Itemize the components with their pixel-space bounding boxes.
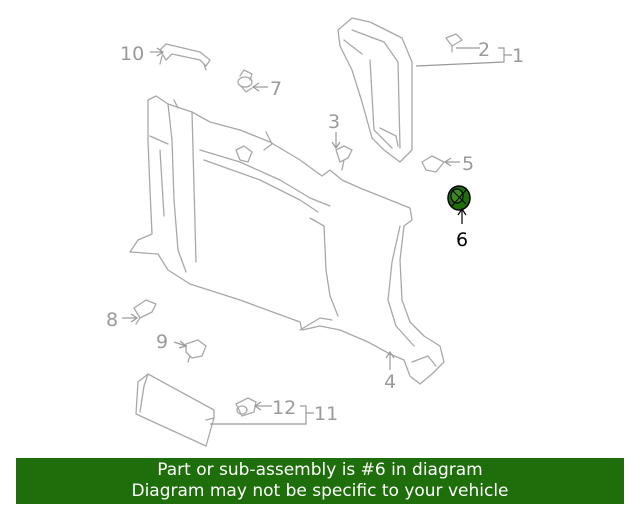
- callout-4: 4: [384, 371, 396, 393]
- callout-11: 11: [314, 403, 338, 425]
- part-2-clip: [445, 33, 463, 53]
- part-6-fastener: [447, 185, 471, 211]
- part-4-quarter-trim-panel: [129, 95, 445, 385]
- part-10-grab-handle: [159, 43, 211, 71]
- callout-9: 9: [156, 331, 168, 353]
- callout-7: 7: [270, 78, 282, 100]
- callout-8: 8: [106, 309, 118, 331]
- part-5-clip: [421, 155, 445, 173]
- callout-5: 5: [462, 153, 474, 175]
- info-banner: Part or sub-assembly is #6 in diagram Di…: [16, 458, 624, 504]
- part-9-hook: [185, 339, 207, 363]
- callout-3: 3: [328, 111, 340, 133]
- part-7-clip: [237, 69, 253, 93]
- callout-10: 10: [120, 43, 144, 65]
- part-12-clip: [235, 397, 257, 417]
- callout-2: 2: [478, 39, 490, 61]
- part-8-clip: [133, 299, 157, 325]
- part-3-screw: [335, 145, 353, 171]
- banner-line-1: Part or sub-assembly is #6 in diagram: [157, 460, 483, 480]
- callout-12: 12: [272, 397, 296, 419]
- part-11-cover: [135, 373, 215, 447]
- part-1-upper-trim: [337, 17, 413, 163]
- callout-1: 1: [512, 45, 524, 67]
- banner-line-2: Diagram may not be specific to your vehi…: [131, 481, 509, 501]
- callout-6: 6: [456, 229, 468, 251]
